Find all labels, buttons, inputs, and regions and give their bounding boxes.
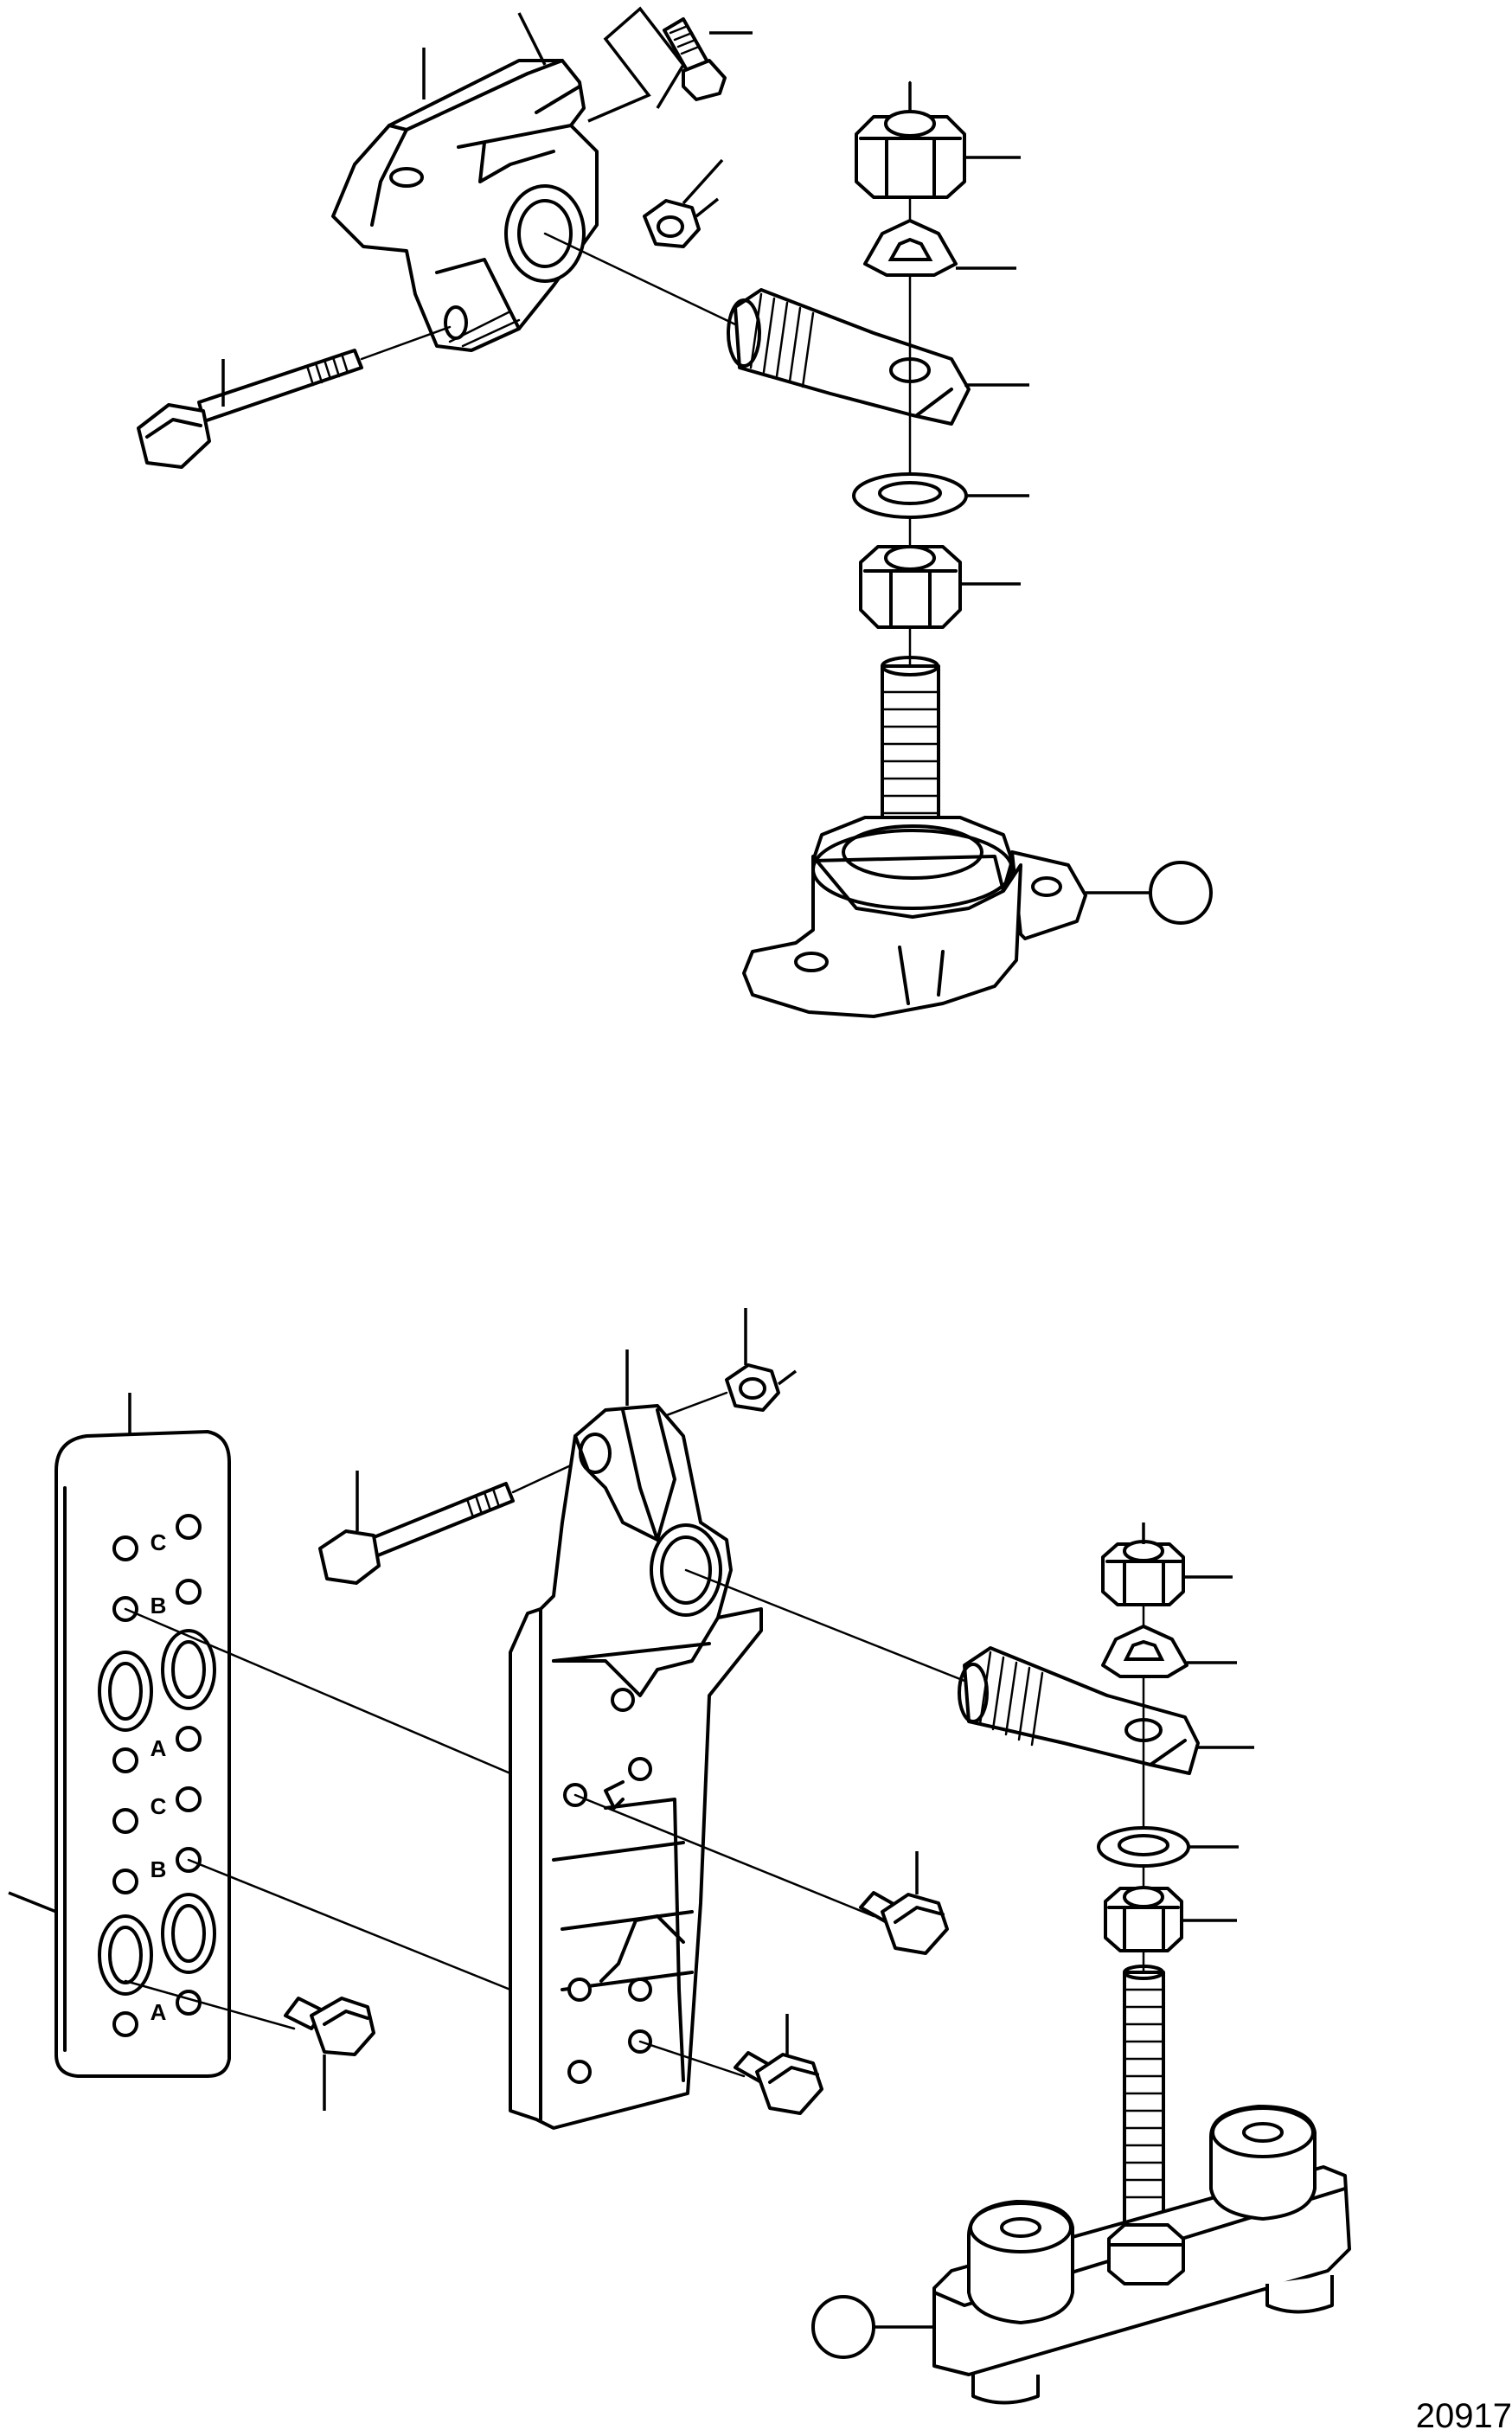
- upper-callout-bubble: [1149, 861, 1213, 925]
- bracket-bolt-line-1: [573, 1793, 875, 1918]
- bracket-bolt-line-2: [638, 2040, 746, 2078]
- plate-flange-bolt: [284, 1997, 375, 2111]
- upper-lower-hex-nut: [859, 545, 1021, 629]
- lower-assembly-axis: [684, 1568, 971, 1684]
- plate-label-a-1: A: [151, 1735, 167, 1761]
- lower-engine-mount-assembly: C B A C B A: [8, 1308, 1351, 2405]
- lower-rubber-mount-base: [811, 1965, 1351, 2405]
- plate-label-b-2: B: [151, 1856, 167, 1882]
- upper-top-hex-nut: [855, 82, 1021, 199]
- lower-top-hex-nut: [1101, 1522, 1233, 1606]
- plate-label-c-1: C: [151, 1529, 167, 1555]
- bracket-flange-bolt-lower: [734, 2014, 823, 2115]
- lower-cone-washer: [1101, 1625, 1237, 1678]
- bracket-flange-bolt-upper: [859, 1851, 949, 1955]
- lower-hex-nut: [1104, 1886, 1237, 1952]
- adjustment-plate: C B A C B A: [8, 1393, 231, 2078]
- upper-assembly-axis: [543, 232, 737, 326]
- upper-small-bolt: [663, 17, 753, 101]
- upper-long-bolt: [137, 325, 452, 469]
- upper-flat-washer: [852, 472, 1029, 519]
- lower-flat-washer: [1097, 1826, 1239, 1868]
- plate-bracket-line-1: [124, 1607, 512, 1775]
- plate-label-a-2: A: [151, 1999, 167, 2025]
- upper-flange-nut: [643, 158, 724, 248]
- lower-flange-nut: [656, 1308, 798, 1420]
- upper-threaded-eye-stud: [727, 288, 971, 426]
- plate-bracket-line-2: [187, 1858, 512, 1991]
- plate-label-b-1: B: [151, 1593, 167, 1619]
- upper-rubber-mount: [742, 656, 1213, 1018]
- lower-mount-bracket: [509, 1349, 763, 2130]
- lower-callout-bubble: [811, 2295, 875, 2359]
- figure-number: 20917: [1415, 2397, 1512, 2435]
- lower-long-bolt: [318, 1452, 599, 1585]
- plate-bracket-line-3: [124, 1979, 296, 2030]
- upper-mount-bracket: [331, 59, 599, 352]
- lower-threaded-eye-stud: [958, 1646, 1254, 1775]
- upper-cone-washer: [863, 219, 1016, 277]
- leader-bracket-bolt-group: [587, 6, 686, 123]
- leader-bracket-2: [517, 12, 547, 66]
- upper-engine-mount-assembly: [137, 6, 1213, 1018]
- plate-label-c-2: C: [151, 1793, 167, 1819]
